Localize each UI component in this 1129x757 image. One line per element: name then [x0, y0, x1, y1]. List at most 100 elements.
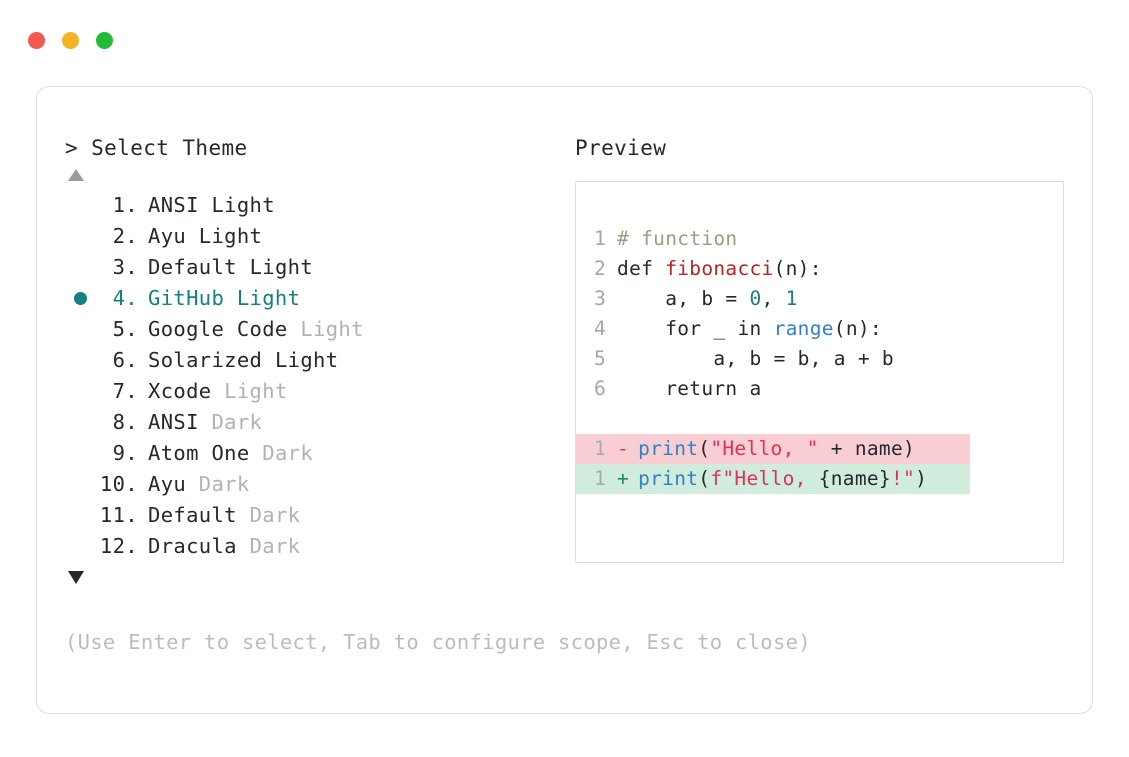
diff-block: 1-print("Hello, " + name)1+print(f"Hello…	[576, 434, 1063, 494]
code-token: !"	[890, 467, 916, 490]
code-spacer	[576, 404, 1063, 434]
code-token: print	[638, 437, 699, 460]
code-line-content: a, b = b, a + b	[617, 344, 894, 374]
diff-line-del: 1-print("Hello, " + name)	[576, 434, 970, 464]
theme-list-item[interactable]: 8.ANSI Dark	[65, 407, 539, 438]
theme-item-name: Solarized	[148, 348, 263, 372]
theme-list-item[interactable]: 9.Atom One Dark	[65, 438, 539, 469]
code-token: def	[617, 257, 666, 280]
theme-item-gap	[224, 283, 237, 314]
theme-item-variant: Dark	[249, 534, 301, 558]
theme-item-index: 7.	[112, 379, 138, 403]
theme-item-index: 12.	[99, 534, 138, 558]
keyboard-hint: (Use Enter to select, Tab to configure s…	[65, 630, 811, 654]
scroll-down-arrow-icon[interactable]	[68, 571, 84, 584]
theme-list-item[interactable]: 2.Ayu Light	[65, 221, 539, 252]
line-number: 1	[594, 437, 607, 460]
theme-item-gap	[186, 221, 199, 252]
theme-list-item[interactable]: 7. Xcode Light	[65, 376, 539, 407]
theme-item-gap	[250, 438, 263, 469]
theme-item-variant: Light	[249, 255, 314, 279]
theme-item-index: 10.	[99, 472, 138, 496]
theme-item-variant: Light	[224, 379, 288, 403]
code-token: )	[915, 467, 928, 490]
theme-list-item[interactable]: 4. GitHub Light	[65, 283, 539, 314]
scroll-up-arrow-icon[interactable]	[68, 169, 84, 181]
theme-list-item[interactable]: 1. ANSI Light	[65, 190, 539, 221]
theme-list-item[interactable]: 6.Solarized Light	[65, 345, 539, 376]
theme-list-item[interactable]: 12. Dracula Dark	[65, 531, 539, 562]
selection-bullet-cell	[65, 252, 96, 283]
theme-item-index: 3.	[112, 255, 138, 279]
selection-bullet-cell	[65, 376, 96, 407]
theme-item-index: 2.	[112, 224, 138, 248]
close-button-icon[interactable]	[28, 32, 45, 49]
theme-list-item[interactable]: 3.Default Light	[65, 252, 539, 283]
code-line-content: a, b = 0, 1	[617, 284, 798, 314]
code-token: (	[698, 467, 711, 490]
line-number: 4	[594, 317, 607, 340]
theme-item-variant: Light	[236, 286, 301, 310]
theme-item-gap	[237, 500, 250, 531]
line-number: 5	[594, 347, 607, 370]
code-line: 1# function	[576, 224, 1063, 254]
code-line: 5 a, b = b, a + b	[576, 344, 1063, 374]
theme-item-index: 5.	[112, 317, 138, 341]
code-token: print	[638, 467, 699, 490]
theme-item-name: Dracula	[148, 534, 237, 558]
code-token: (	[698, 437, 711, 460]
theme-item-gap	[237, 531, 250, 562]
diff-line-add: 1+print(f"Hello, {name}!")	[576, 464, 970, 494]
theme-item-name: Default	[148, 503, 237, 527]
diff-sign: -	[617, 437, 630, 460]
code-token: (n):	[833, 317, 882, 340]
line-number: 1	[594, 467, 607, 490]
selection-bullet-cell	[65, 438, 96, 469]
theme-list-item[interactable]: 10.Ayu Dark	[65, 469, 539, 500]
theme-item-variant: Light	[300, 317, 364, 341]
theme-item-name: ANSI	[148, 193, 199, 217]
line-number: 2	[594, 257, 607, 280]
code-token: a, b =	[617, 287, 750, 310]
theme-item-index: 1.	[112, 193, 138, 217]
theme-item-name: Xcode	[148, 379, 212, 403]
theme-list-item[interactable]: 5. Google Code Light	[65, 314, 539, 345]
theme-item-index: 9.	[112, 441, 138, 465]
code-line-content: return a	[617, 374, 761, 404]
diff-sign: +	[617, 467, 630, 490]
code-token: range	[773, 317, 834, 340]
theme-item-index: 8.	[112, 410, 138, 434]
code-token: {name}	[818, 467, 891, 490]
selection-bullet-cell	[65, 314, 96, 345]
theme-item-variant: Light	[211, 193, 275, 217]
theme-item-variant: Dark	[262, 441, 314, 465]
theme-item-name: GitHub	[148, 286, 225, 310]
theme-item-gap	[186, 469, 199, 500]
diff-line-content: print("Hello, " + name)	[638, 434, 915, 464]
code-line-content: # function	[617, 224, 737, 254]
theme-item-variant: Light	[274, 348, 339, 372]
maximize-button-icon[interactable]	[96, 32, 113, 49]
theme-list-item[interactable]: 11.Default Dark	[65, 500, 539, 531]
theme-item-variant: Dark	[198, 472, 250, 496]
selection-bullet-cell	[65, 407, 96, 438]
theme-item-index: 4.	[112, 286, 138, 310]
theme-item-name: Google Code	[148, 317, 288, 341]
code-token: + name)	[818, 437, 916, 460]
code-token: 1	[785, 287, 798, 310]
minimize-button-icon[interactable]	[62, 32, 79, 49]
theme-item-index: 11.	[99, 503, 138, 527]
code-line: 6 return a	[576, 374, 1063, 404]
code-token: for _ in	[617, 317, 774, 340]
theme-item-gap	[288, 314, 301, 345]
selection-bullet-cell	[65, 469, 96, 500]
selection-bullet-cell	[65, 531, 96, 562]
theme-item-name: Ayu	[148, 224, 187, 248]
